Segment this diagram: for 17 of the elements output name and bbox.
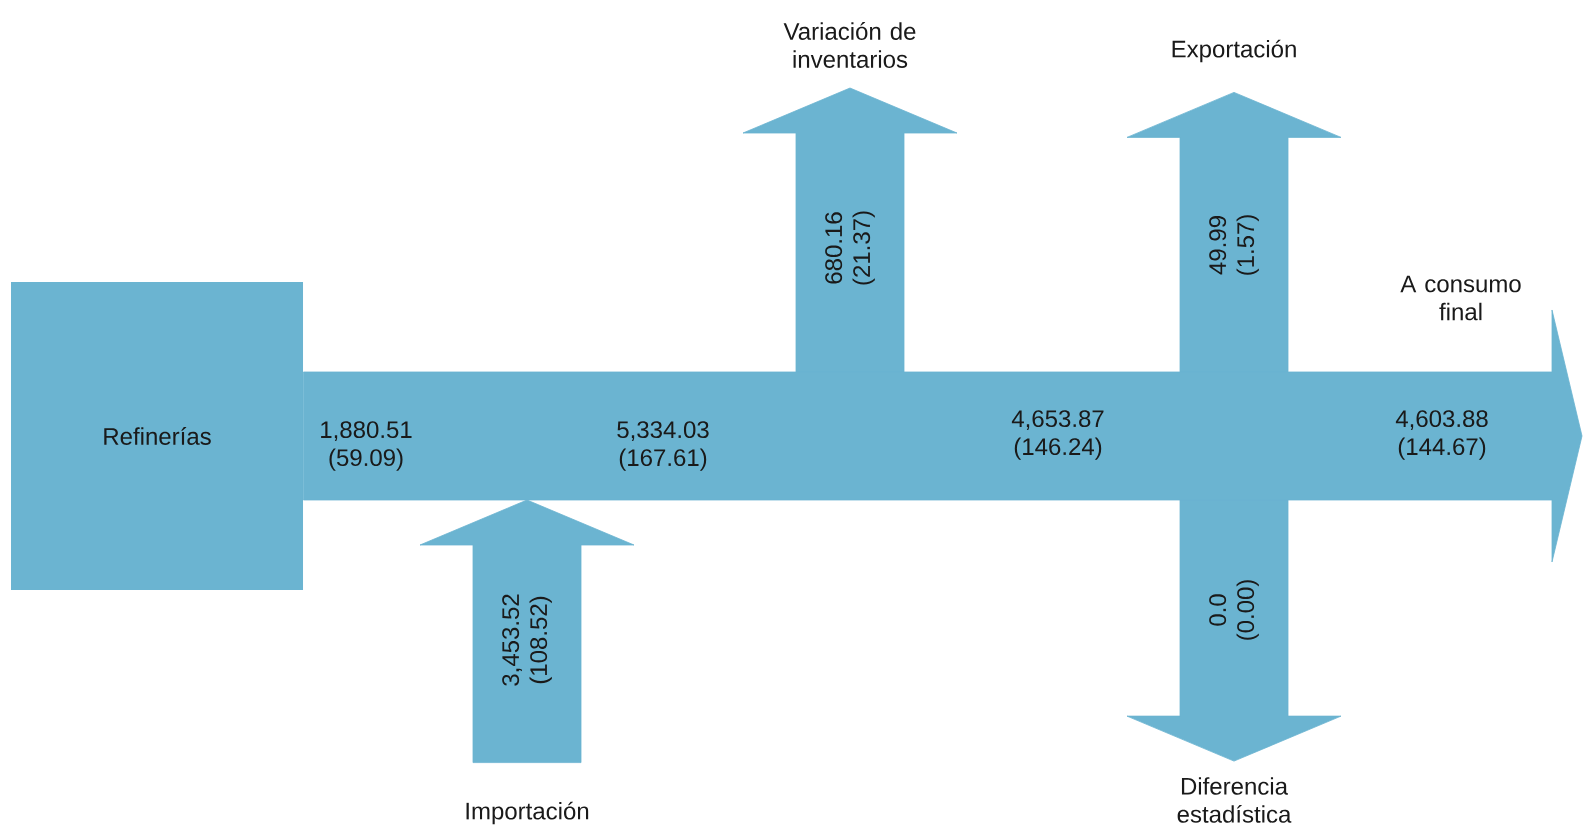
flow-arrow <box>1126 499 1342 762</box>
flow-arrow <box>419 499 635 763</box>
flow-value: 5,334.03 (167.61) <box>617 421 709 471</box>
flow-arrow <box>1126 91 1342 373</box>
text-label: Importación <box>466 801 589 825</box>
edge-label: 3,453.52 (108.52) <box>502 594 552 686</box>
flow-value: 4,653.87 (146.24) <box>1011 410 1104 460</box>
flow-arrow <box>742 87 958 373</box>
text-label: Variación de inventarios <box>783 22 916 68</box>
text-label: Diferencia estadística <box>1177 777 1292 823</box>
text-label: Exportación <box>1172 39 1296 63</box>
edge-label: 680.16 (21.37) <box>825 211 875 285</box>
text-label: A consumo final <box>1400 275 1521 321</box>
process-box: Refinerías <box>11 282 303 590</box>
flow-value: 4,603.88 (144.67) <box>1395 410 1488 460</box>
edge-label: 0.0 (0.00) <box>1209 580 1259 640</box>
edge-label: 49.99 (1.57) <box>1209 215 1259 275</box>
